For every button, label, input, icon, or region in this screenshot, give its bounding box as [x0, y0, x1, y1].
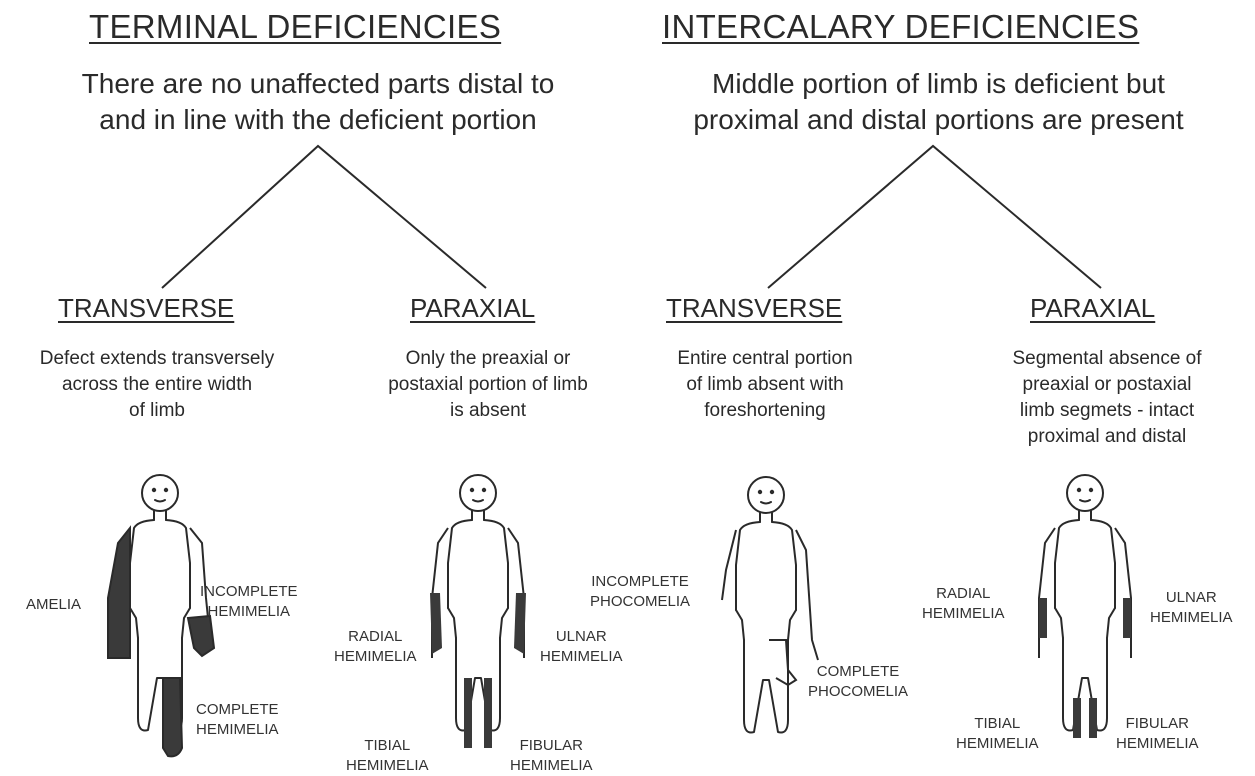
phocomelia-short-limb [769, 639, 798, 687]
label-complete-phocomelia-line-2: PHOCOMELIA [808, 683, 909, 700]
label-amelia-line-1: AMELIA [26, 596, 82, 613]
label-ulnar-hemimelia-intercalary-line-2: HEMIMELIA [1150, 609, 1233, 626]
terminal-description-line-1: There are no unaffected parts distal to [81, 68, 555, 99]
terminal-transverse-description: Defect extends transversely across the e… [0, 346, 314, 424]
terminal-transverse-heading: TRANSVERSE [58, 293, 235, 323]
intercalary-transverse-description-line-3: foreshortening [704, 400, 826, 421]
terminal-paraxial-description-line-2: postaxial portion of limb [388, 374, 588, 395]
label-radial-hemimelia-intercalary-line-1: RADIAL [936, 585, 991, 602]
label-complete-phocomelia-line-1: COMPLETE [816, 663, 900, 680]
radial-shaded [430, 593, 442, 654]
radial-segment-shaded [1039, 598, 1047, 638]
label-radial-hemimelia-intercalary-line-2: HEMIMELIA [922, 605, 1005, 622]
intercalary-description-line-1: Middle portion of limb is deficient but [712, 68, 1165, 99]
intercalary-paraxial-description-line-1: Segmental absence of [1012, 348, 1202, 369]
terminal-branch-line [161, 144, 487, 289]
label-ulnar-hemimelia-terminal: ULNAR HEMIMELIA [540, 627, 623, 667]
label-amelia: AMELIA [26, 595, 81, 615]
terminal-paraxial-description: Only the preaxial or postaxial portion o… [360, 346, 616, 424]
intercalary-paraxial-description: Segmental absence of preaxial or postaxi… [972, 346, 1242, 450]
label-fibular-hemimelia-intercalary-line-1: FIBULAR [1125, 715, 1189, 732]
intercalary-paraxial-heading: PARAXIAL [1030, 293, 1156, 323]
label-incomplete-phocomelia-line-2: PHOCOMELIA [590, 593, 691, 610]
terminal-title: TERMINAL DEFICIENCIES [89, 8, 502, 45]
fibular-segment-shaded [1089, 698, 1097, 738]
tibial-shaded [464, 678, 472, 748]
label-fibular-hemimelia-intercalary: FIBULAR HEMIMELIA [1116, 714, 1199, 754]
tibial-segment-shaded [1073, 698, 1081, 738]
intercalary-paraxial-description-line-4: proximal and distal [1027, 426, 1187, 447]
label-ulnar-hemimelia-intercalary: ULNAR HEMIMELIA [1150, 588, 1233, 628]
terminal-paraxial-heading: PARAXIAL [410, 293, 536, 323]
label-ulnar-hemimelia-terminal-line-2: HEMIMELIA [540, 648, 623, 665]
label-radial-hemimelia-intercalary: RADIAL HEMIMELIA [922, 584, 1005, 624]
terminal-paraxial-description-line-3: is absent [449, 400, 527, 421]
label-incomplete-phocomelia-line-1: INCOMPLETE [591, 573, 689, 590]
intercalary-paraxial-description-line-2: preaxial or postaxial [1022, 374, 1192, 395]
label-radial-hemimelia-terminal: RADIAL HEMIMELIA [334, 627, 417, 667]
intercalary-paraxial-description-line-3: limb segmets - intact [1019, 400, 1195, 421]
label-fibular-hemimelia-terminal-line-1: FIBULAR [519, 737, 583, 754]
label-incomplete-hemimelia-line-1: INCOMPLETE [200, 583, 298, 600]
label-incomplete-hemimelia: INCOMPLETE HEMIMELIA [200, 582, 298, 622]
label-tibial-hemimelia-terminal-line-1: TIBIAL [364, 737, 411, 754]
label-tibial-hemimelia-intercalary-line-2: HEMIMELIA [956, 735, 1039, 752]
label-incomplete-phocomelia: INCOMPLETE PHOCOMELIA [590, 572, 690, 612]
label-incomplete-hemimelia-line-2: HEMIMELIA [207, 603, 291, 620]
figure-terminal-paraxial [430, 474, 526, 748]
connector-lines [161, 144, 1102, 289]
ulnar-shaded [514, 593, 526, 654]
incomplete-hemimelia-shaded [186, 614, 216, 658]
fibular-shaded [484, 678, 492, 748]
amelia-shaded-limb [107, 525, 131, 659]
intercalary-description-line-2: proximal and distal portions are present [693, 104, 1184, 135]
label-complete-hemimelia: COMPLETE HEMIMELIA [196, 700, 279, 740]
label-radial-hemimelia-terminal-line-1: RADIAL [348, 628, 403, 645]
label-tibial-hemimelia-intercalary: TIBIAL HEMIMELIA [956, 714, 1039, 754]
label-tibial-hemimelia-intercalary-line-1: TIBIAL [974, 715, 1021, 732]
label-complete-hemimelia-line-2: HEMIMELIA [196, 721, 279, 738]
label-fibular-hemimelia-terminal: FIBULAR HEMIMELIA [510, 736, 593, 776]
label-fibular-hemimelia-intercalary-line-2: HEMIMELIA [1116, 735, 1199, 752]
intercalary-transverse-description: Entire central portion of limb absent wi… [650, 346, 880, 424]
figure-intercalary-paraxial [1038, 474, 1132, 738]
label-fibular-hemimelia-terminal-line-2: HEMIMELIA [510, 757, 593, 774]
label-tibial-hemimelia-terminal: TIBIAL HEMIMELIA [346, 736, 429, 776]
intercalary-description: Middle portion of limb is deficient but … [622, 66, 1255, 138]
terminal-transverse-description-line-1: Defect extends transversely [39, 348, 275, 369]
intercalary-branch-line [767, 144, 1102, 289]
figure-intercalary-transverse [721, 476, 819, 734]
label-ulnar-hemimelia-terminal-line-1: ULNAR [555, 628, 607, 645]
complete-hemimelia-shaded [162, 677, 184, 758]
label-complete-phocomelia: COMPLETE PHOCOMELIA [808, 662, 908, 702]
label-ulnar-hemimelia-intercalary-line-1: ULNAR [1165, 589, 1217, 606]
intercalary-title: INTERCALARY DEFICIENCIES [662, 8, 1140, 45]
label-complete-hemimelia-line-1: COMPLETE [196, 701, 279, 718]
ulnar-segment-shaded [1123, 598, 1131, 638]
terminal-paraxial-description-line-1: Only the preaxial or [405, 348, 571, 369]
terminal-description: There are no unaffected parts distal to … [0, 66, 636, 138]
terminal-transverse-description-line-2: across the entire width [61, 374, 253, 395]
intercalary-transverse-description-line-2: of limb absent with [686, 374, 844, 395]
figure-terminal-transverse [107, 474, 216, 758]
terminal-description-line-2: and in line with the deficient portion [99, 104, 537, 135]
arm-right [189, 527, 209, 619]
label-radial-hemimelia-terminal-line-2: HEMIMELIA [334, 648, 417, 665]
intercalary-transverse-description-line-1: Entire central portion [677, 348, 853, 369]
intercalary-transverse-heading: TRANSVERSE [666, 293, 843, 323]
label-tibial-hemimelia-terminal-line-2: HEMIMELIA [346, 757, 429, 774]
terminal-transverse-description-line-3: of limb [129, 400, 185, 421]
